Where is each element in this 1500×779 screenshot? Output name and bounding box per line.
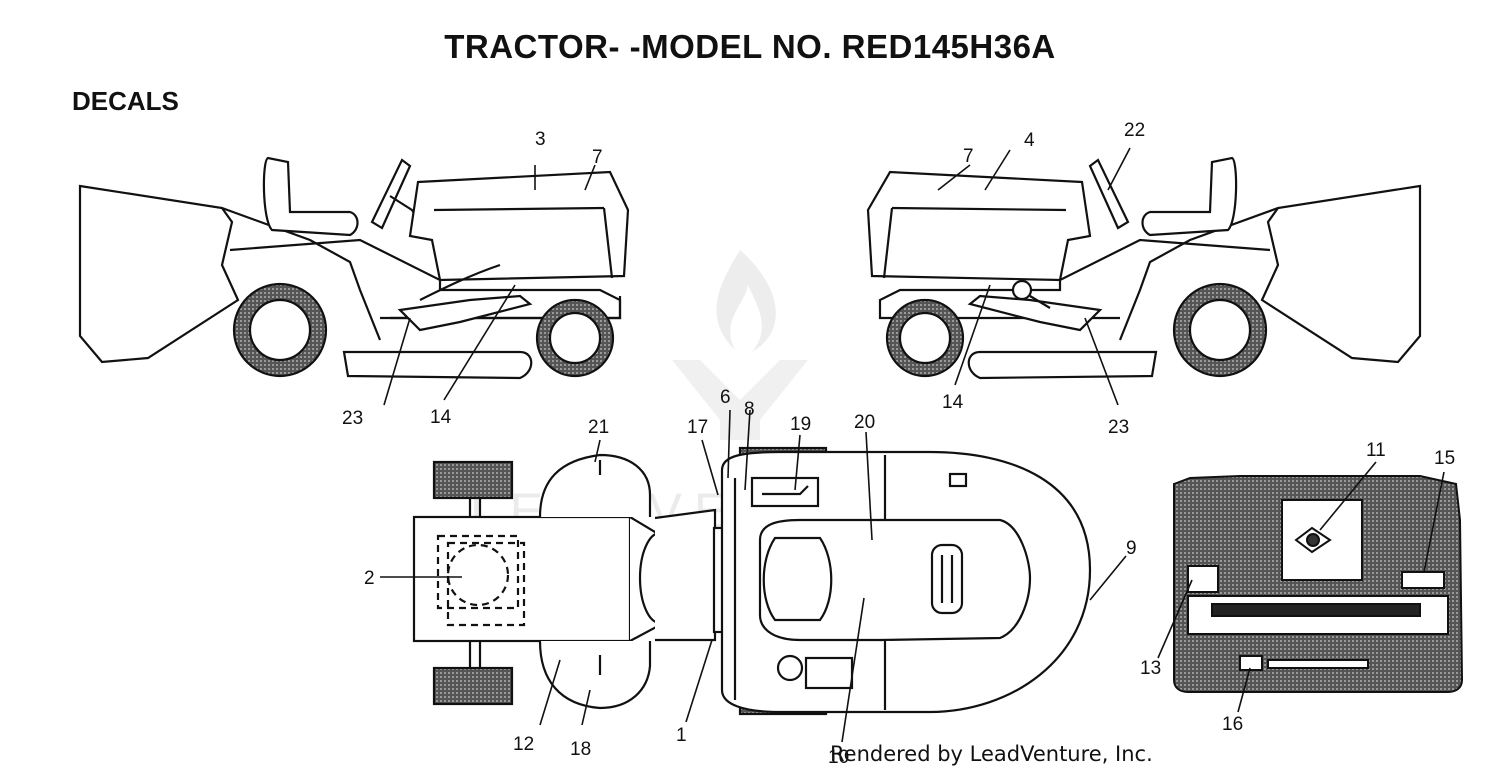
seat-left: [262, 156, 359, 237]
rear-tire-top-view: [432, 460, 514, 500]
bagger-left: [78, 184, 240, 364]
rear-tire-bottom-view: [432, 666, 514, 706]
callout-13: 13: [1140, 658, 1161, 679]
callout-14-left: 14: [430, 407, 452, 428]
callout-15: 15: [1434, 448, 1455, 469]
diagram-title: TRACTOR- -MODEL NO. RED145H36A: [444, 28, 1056, 65]
bagger-right: [1260, 184, 1422, 364]
callout-14-right: 14: [942, 392, 964, 413]
callout-23-left: 23: [342, 408, 363, 429]
callout-2: 2: [364, 568, 375, 589]
steering-wheel-left: [370, 158, 412, 230]
callout-4: 4: [1024, 130, 1035, 151]
tractor-top-view: [412, 446, 1092, 716]
callout-16: 16: [1222, 714, 1243, 735]
hood-right: [866, 170, 1092, 282]
callout-18: 18: [570, 739, 591, 760]
leader-lines: [380, 147, 1445, 743]
decal-16-area: [1239, 655, 1263, 671]
decal-15-area: [1401, 571, 1445, 589]
section-heading: DECALS: [72, 86, 179, 116]
deck-left: [342, 350, 533, 380]
callout-11: 11: [1366, 440, 1386, 461]
callout-labels: 3 7 23 14 7 4 22 14 23 2 21 17 6 8 19 20…: [342, 120, 1455, 768]
callout-10: 10: [828, 747, 849, 768]
tractor-left-side-view: [78, 156, 630, 380]
callout-19: 19: [790, 414, 811, 435]
deck-right: [967, 350, 1158, 380]
callout-12: 12: [513, 734, 534, 755]
callout-6: 6: [720, 387, 731, 408]
callout-22: 22: [1124, 120, 1145, 141]
seat-right: [1141, 156, 1238, 237]
render-credit: Rendered by LeadVenture, Inc.: [830, 742, 1153, 766]
hood-left: [408, 170, 630, 282]
decal-19-area: [750, 476, 820, 508]
callout-23-right: 23: [1108, 417, 1129, 438]
bagger-top: [412, 515, 632, 643]
callout-8: 8: [744, 399, 755, 420]
steering-wheel-right: [1088, 158, 1130, 230]
decal-13-area: [1187, 565, 1219, 593]
callout-1: 1: [676, 725, 687, 746]
callout-7-right: 7: [963, 146, 974, 167]
callout-17: 17: [687, 417, 708, 438]
callout-20: 20: [854, 412, 875, 433]
tractor-right-side-view: [866, 156, 1422, 380]
callout-21: 21: [588, 417, 609, 438]
rear-panel-view: [1173, 475, 1464, 693]
callout-9: 9: [1126, 538, 1137, 559]
callout-7-left: 7: [592, 147, 603, 168]
callout-3: 3: [535, 129, 546, 150]
